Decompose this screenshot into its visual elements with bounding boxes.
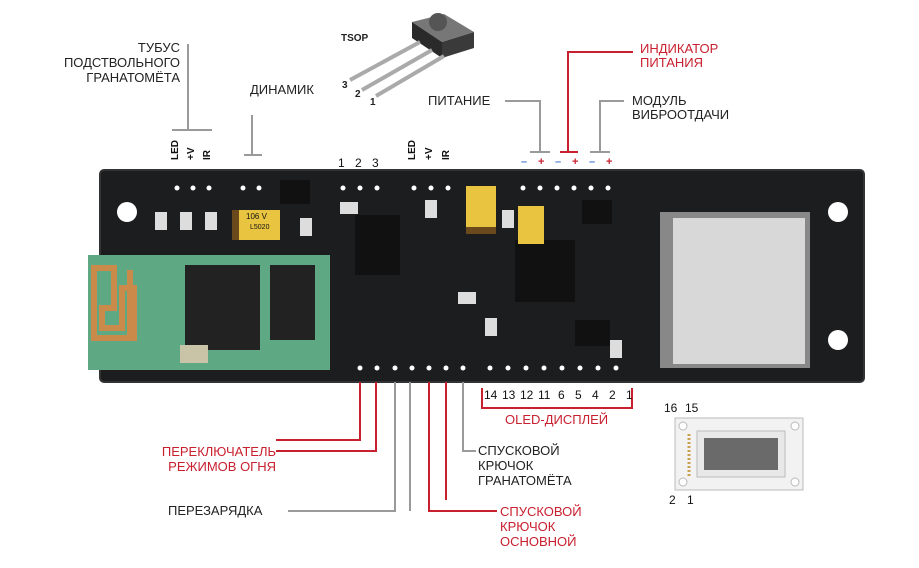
mount-hole — [117, 202, 137, 222]
smd-resistor — [180, 212, 192, 230]
header-left-led: LED — [170, 140, 181, 160]
leader-oled — [481, 388, 633, 409]
label-reload: ПЕРЕЗАРЯДКА — [168, 503, 263, 518]
oled-pin: 6 — [558, 388, 565, 402]
diode — [582, 200, 612, 224]
leader-gl-trigger — [462, 382, 476, 452]
oled-pin: 11 — [538, 388, 551, 402]
header-holes-bottom — [357, 365, 619, 371]
pin-label: 2 — [355, 156, 362, 170]
bluetooth-module — [88, 255, 330, 370]
label-oled: OLED-ДИСПЛЕЙ — [505, 412, 609, 427]
tantalum-capacitor — [518, 206, 544, 244]
smd-resistor — [610, 340, 622, 358]
header-holes-top — [174, 185, 611, 191]
oled-module-pin: 1 — [687, 493, 694, 507]
pin-label: 1 — [338, 156, 345, 170]
polarity-plus: + — [538, 156, 545, 168]
tsop-pin-3: 3 — [342, 80, 348, 91]
polarity-minus: – — [555, 156, 562, 168]
leader-tube — [172, 44, 212, 131]
smd-resistor — [300, 218, 312, 236]
leader-reload — [288, 382, 396, 512]
diode — [280, 180, 310, 204]
tsop-pin-2: 2 — [355, 89, 361, 100]
polarity-minus: – — [521, 156, 528, 168]
leader-recoil — [590, 100, 624, 153]
mosfet-chip — [575, 320, 610, 346]
leader-fire-mode-2 — [276, 382, 361, 441]
smd-resistor — [340, 202, 358, 214]
oled-pin: 14 — [484, 388, 498, 402]
leader-fire-mode — [276, 382, 377, 452]
smd-resistor — [425, 200, 437, 218]
leader-main-trigger — [428, 382, 497, 512]
capacitor-marking: L5020 — [250, 224, 270, 231]
oled-pin: 5 — [575, 388, 582, 402]
header-left-ir: IR — [202, 150, 213, 160]
mount-hole — [828, 330, 848, 350]
header-mid-v: +V — [424, 147, 435, 160]
dip-chip — [355, 215, 400, 275]
tsop-sensor — [349, 13, 474, 98]
oled-module-pin: 2 — [669, 493, 676, 507]
mount-hole — [828, 202, 848, 222]
smd-resistor — [485, 318, 497, 336]
oled-pin: 1 — [626, 388, 633, 402]
header-left-v: +V — [186, 147, 197, 160]
polarity-plus: + — [572, 156, 579, 168]
oled-module-pin: 16 — [664, 401, 678, 415]
label-speaker: ДИНАМИК — [250, 82, 314, 97]
regulator-chip — [515, 240, 575, 302]
oled-pin: 13 — [502, 388, 516, 402]
smd-resistor — [458, 292, 476, 304]
polarity-plus: + — [606, 156, 613, 168]
pin-label: 3 — [372, 156, 379, 170]
capacitor-marking: 106 V — [246, 212, 267, 221]
polarity-minus: – — [589, 156, 596, 168]
header-mid-led: LED — [407, 140, 418, 160]
tsop-pin-1: 1 — [370, 97, 376, 108]
oled-pin: 12 — [520, 388, 534, 402]
oled-module-pin: 15 — [685, 401, 699, 415]
label-tsop: TSOP — [341, 33, 369, 44]
smd-resistor — [205, 212, 217, 230]
tantalum-capacitor — [232, 210, 280, 240]
leader-speaker — [244, 115, 262, 156]
oled-pin: 4 — [592, 388, 599, 402]
smd-resistor — [155, 212, 167, 230]
oled-pin: 2 — [609, 388, 616, 402]
tantalum-capacitor — [466, 186, 496, 234]
leader-power — [505, 100, 550, 153]
oled-module — [674, 417, 804, 491]
smd-resistor — [502, 210, 514, 228]
label-power: ПИТАНИЕ — [428, 93, 491, 108]
header-mid-ir: IR — [441, 150, 452, 160]
leader-power-indicator — [560, 51, 633, 153]
